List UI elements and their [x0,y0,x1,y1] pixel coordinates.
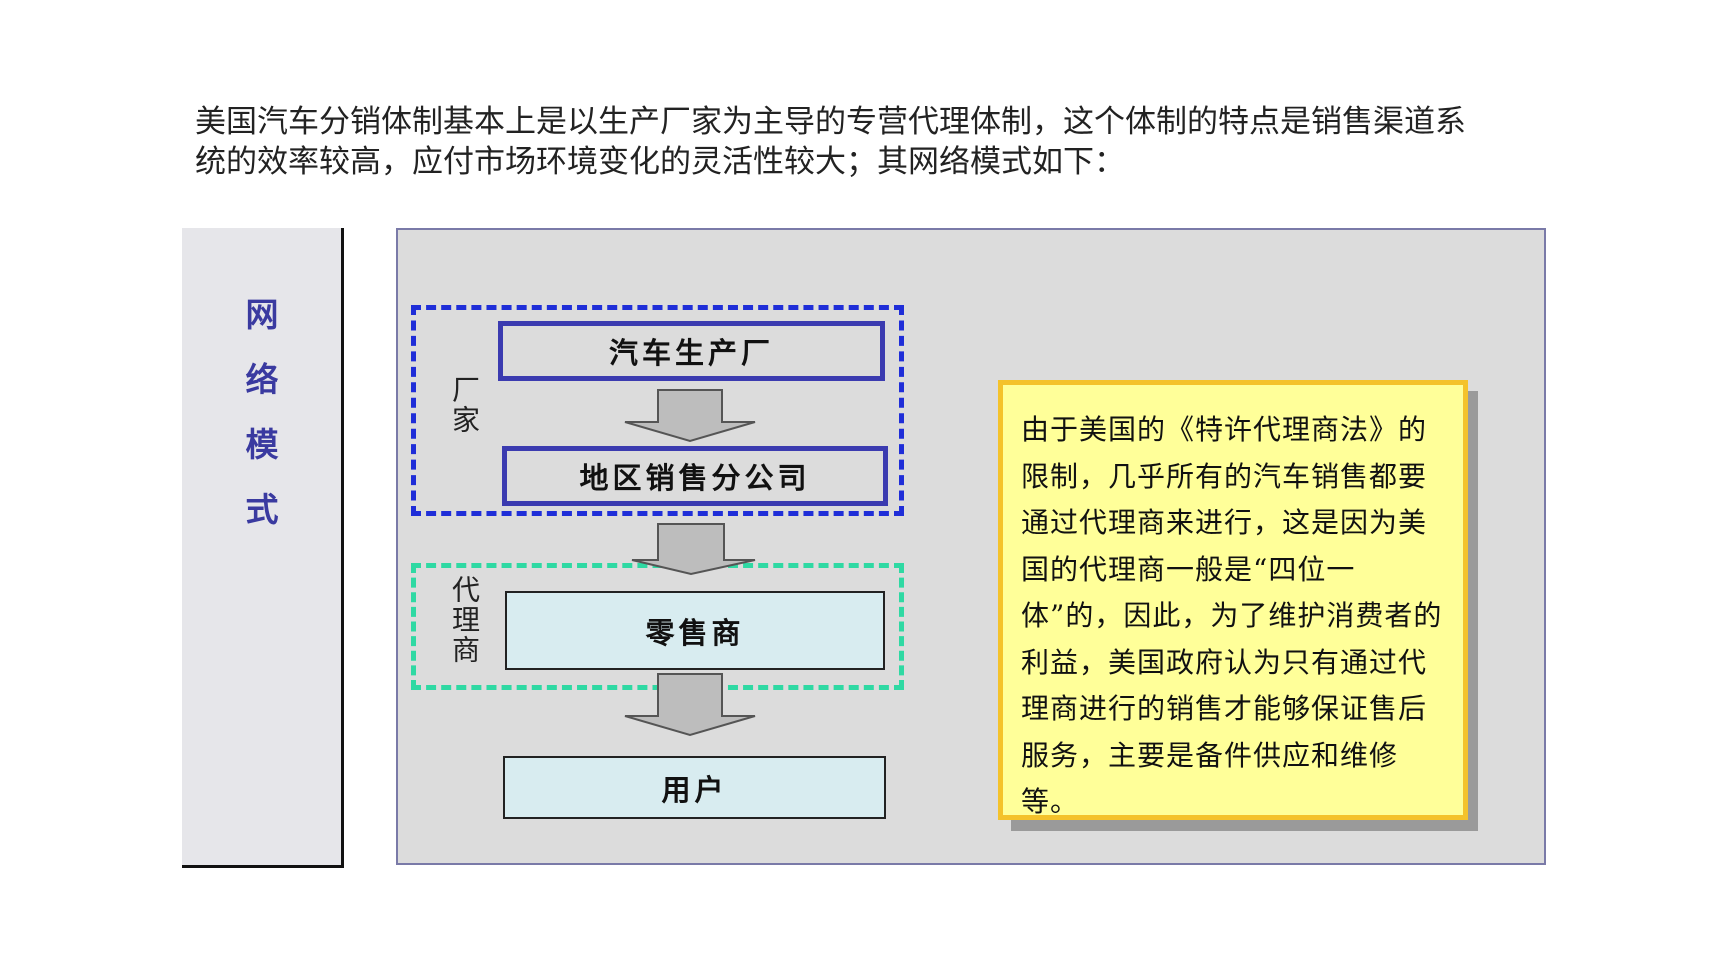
arrow-branch-to-retail [631,523,756,576]
arrow-retail-to-user [624,673,756,737]
node-maker: 汽车生产厂 [498,321,885,381]
maker-group-box [411,305,904,516]
intro-line-1: 美国汽车分销体制基本上是以生产厂家为主导的专营代理体制，这个体制的特点是销售渠道… [195,104,1466,140]
side-title-char: 络 [245,360,279,399]
intro-line-2: 统的效率较高，应付市场环境变化的灵活性较大；其网络模式如下： [195,144,1125,180]
maker-group-label: 厂家 [448,375,481,435]
side-title-panel: 网 络 模 式 [182,228,344,868]
arrow-maker-to-branch [624,389,756,443]
node-retailer: 零售商 [505,591,885,670]
node-regional-branch: 地区销售分公司 [502,446,888,506]
side-title-char: 模 [245,425,279,464]
agent-group-label: 代理商 [448,575,481,665]
note-box: 由于美国的《特许代理商法》的限制，几乎所有的汽车销售都要通过代理商来进行，这是因… [998,380,1468,820]
side-title-char: 网 [245,295,279,334]
node-user: 用户 [503,756,886,819]
note-text: 由于美国的《特许代理商法》的限制，几乎所有的汽车销售都要通过代理商来进行，这是因… [1021,413,1443,818]
intro-paragraph: 美国汽车分销体制基本上是以生产厂家为主导的专营代理体制，这个体制的特点是销售渠道… [195,102,1555,182]
side-title-char: 式 [245,490,279,529]
